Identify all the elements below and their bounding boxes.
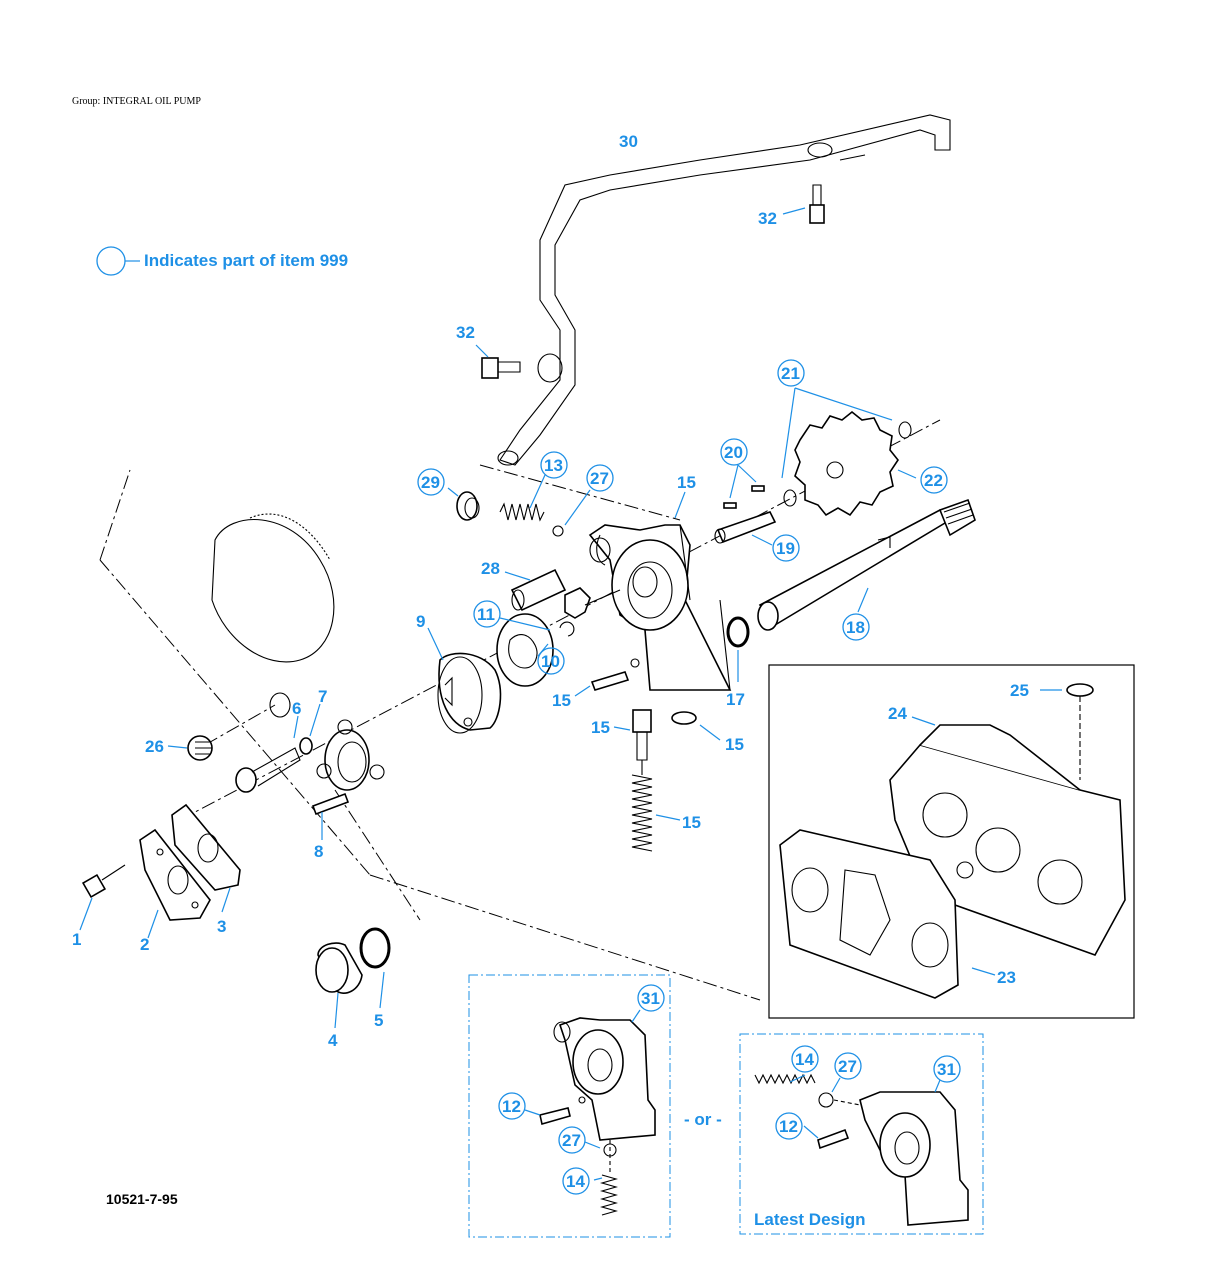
callout-labels: 30 32 32 15 28 9 15 17 15 15 15 7 6 26 8… bbox=[72, 132, 1029, 1050]
pin-28 bbox=[504, 568, 567, 612]
callout-28: 28 bbox=[481, 559, 500, 578]
callout-18: 18 bbox=[846, 618, 865, 637]
retainers-21 bbox=[781, 387, 912, 507]
cover-disc bbox=[211, 513, 335, 663]
circled-callouts: 13 27 29 20 21 22 19 11 10 18 31 12 27 1… bbox=[417, 359, 961, 1195]
callout-5: 5 bbox=[374, 1011, 383, 1030]
callout-13: 13 bbox=[544, 456, 563, 475]
callout-8: 8 bbox=[314, 842, 323, 861]
legend: Indicates part of item 999 bbox=[96, 246, 348, 276]
callout-2: 2 bbox=[140, 935, 149, 954]
callout-12-latest: 12 bbox=[779, 1117, 798, 1136]
screw-6 bbox=[235, 715, 301, 793]
figure-number: 10521-7-95 bbox=[106, 1191, 178, 1207]
keys-20 bbox=[723, 464, 765, 509]
screw-15 bbox=[613, 709, 652, 761]
rotor-10 bbox=[496, 613, 554, 687]
inner-rotor bbox=[564, 587, 621, 619]
callout-1: 1 bbox=[72, 930, 81, 949]
plug-29 bbox=[447, 487, 480, 521]
callout-15-body: 15 bbox=[677, 473, 696, 492]
pump-body-15 bbox=[588, 491, 732, 691]
bolt-1 bbox=[79, 864, 126, 931]
latest-design-label: Latest Design bbox=[754, 1210, 865, 1229]
callout-22: 22 bbox=[924, 471, 943, 490]
callout-3: 3 bbox=[217, 917, 226, 936]
callout-29: 29 bbox=[421, 473, 440, 492]
callout-20: 20 bbox=[724, 443, 743, 462]
callout-15-pin: 15 bbox=[552, 691, 571, 710]
callout-31-standard: 31 bbox=[641, 989, 660, 1008]
sleeve-region bbox=[311, 719, 385, 840]
o-ring-17 bbox=[726, 616, 750, 682]
legend-circle-icon bbox=[96, 246, 126, 276]
gasket-3 bbox=[171, 803, 241, 913]
callout-32-top: 32 bbox=[758, 209, 777, 228]
callout-27-standard: 27 bbox=[562, 1131, 581, 1150]
callout-32-left: 32 bbox=[456, 323, 475, 342]
callout-19: 19 bbox=[776, 539, 795, 558]
washer-7 bbox=[299, 703, 321, 755]
cap-4 bbox=[315, 942, 363, 1029]
or-separator: - or - bbox=[684, 1110, 722, 1129]
callout-27: 27 bbox=[590, 469, 609, 488]
o-ring-5 bbox=[359, 927, 391, 1009]
callout-26: 26 bbox=[145, 737, 164, 756]
spring-15 bbox=[631, 760, 681, 852]
callout-25: 25 bbox=[1010, 681, 1029, 700]
callout-21: 21 bbox=[781, 364, 800, 383]
inset-standard bbox=[468, 974, 671, 1238]
callout-11: 11 bbox=[477, 605, 495, 624]
callout-31-latest: 31 bbox=[937, 1060, 956, 1079]
oil-tube-30 bbox=[497, 114, 951, 466]
inset-latest-design bbox=[739, 1033, 984, 1235]
callout-14-latest: 14 bbox=[795, 1050, 814, 1069]
callout-30: 30 bbox=[619, 132, 638, 151]
spring-13 bbox=[499, 474, 546, 522]
callout-14-standard: 14 bbox=[566, 1172, 585, 1191]
bolt-32-top bbox=[782, 184, 825, 224]
callout-15-spring: 15 bbox=[682, 813, 701, 832]
callout-4: 4 bbox=[328, 1031, 338, 1050]
housing-9 bbox=[427, 627, 502, 734]
pin-15 bbox=[574, 671, 630, 697]
gear-22 bbox=[794, 410, 917, 517]
callout-23: 23 bbox=[997, 968, 1016, 987]
callout-15-cap: 15 bbox=[725, 735, 744, 754]
callout-9: 9 bbox=[416, 612, 425, 631]
cap-15 bbox=[671, 711, 721, 741]
callout-24: 24 bbox=[888, 704, 907, 723]
callout-17: 17 bbox=[726, 690, 745, 709]
block-inset bbox=[768, 664, 1135, 1019]
bolt-32-left bbox=[475, 344, 521, 379]
shaft-19 bbox=[714, 511, 777, 546]
ball-27-main bbox=[552, 489, 591, 537]
callout-10: 10 bbox=[541, 652, 560, 671]
callout-7: 7 bbox=[318, 687, 327, 706]
callout-12-standard: 12 bbox=[502, 1097, 521, 1116]
flange-2 bbox=[139, 828, 211, 939]
plug-26 bbox=[167, 692, 291, 761]
shaft-18 bbox=[757, 498, 976, 631]
callout-27-latest: 27 bbox=[838, 1057, 857, 1076]
legend-text: Indicates part of item 999 bbox=[144, 251, 348, 270]
group-title: Group: INTEGRAL OIL PUMP bbox=[72, 96, 201, 107]
callout-15-screw: 15 bbox=[591, 718, 610, 737]
ring-11 bbox=[499, 617, 575, 637]
callout-6: 6 bbox=[292, 699, 301, 718]
